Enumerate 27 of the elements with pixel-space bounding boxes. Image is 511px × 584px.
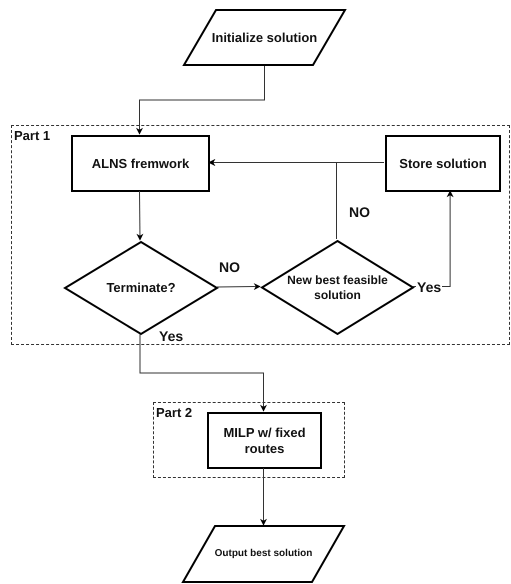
node-label: ALNS fremwork [90, 156, 190, 172]
process-box [385, 135, 501, 192]
node-label: Initialize solution [210, 30, 318, 46]
process-box [207, 412, 322, 469]
node-label: Store solution [398, 156, 488, 172]
arrow [208, 159, 384, 166]
node-label: New best feasible solution [286, 273, 389, 302]
edge-label: Yes [416, 280, 442, 296]
arrow [216, 283, 261, 290]
group-label: Part 1 [13, 127, 50, 144]
decision-diamond [261, 240, 414, 335]
edge-label: Yes [158, 329, 184, 344]
node-label: Output best solution [214, 548, 314, 560]
edge-label: NO [218, 260, 241, 276]
group-label: Part 2 [155, 404, 192, 421]
node-label: Terminate? [105, 280, 177, 296]
io-parallelogram [182, 525, 345, 583]
node-label: MILP w/ fixed routes [222, 424, 307, 456]
dashed-group-frame [153, 402, 345, 478]
edge-label: NO [348, 205, 371, 220]
io-parallelogram [183, 9, 346, 66]
arrow [260, 468, 267, 526]
dashed-group-frame [11, 125, 510, 345]
arrow [136, 190, 144, 241]
arrow [136, 66, 265, 135]
process-box [71, 135, 210, 192]
arrow [140, 334, 267, 412]
